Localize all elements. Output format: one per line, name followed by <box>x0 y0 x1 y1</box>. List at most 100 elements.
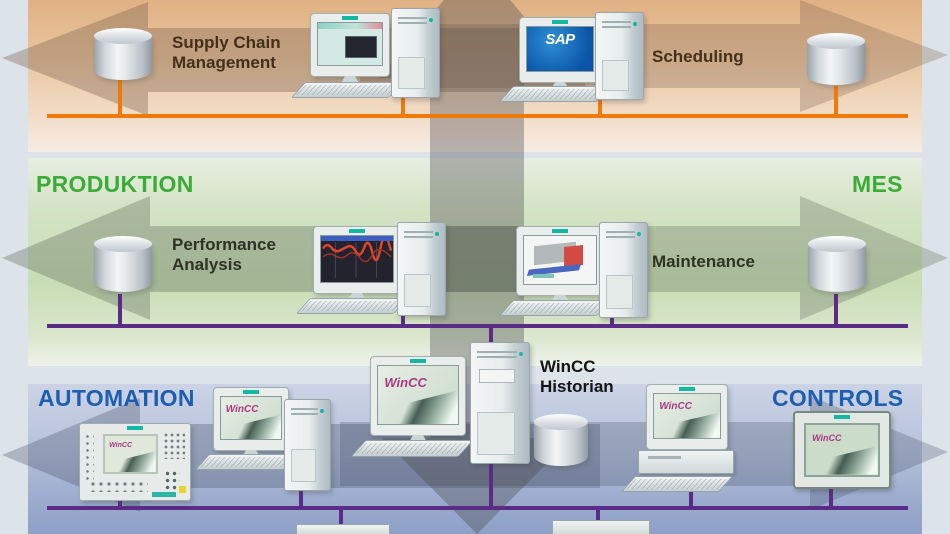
hmi-yellow-key <box>178 486 186 494</box>
desktop-case <box>638 450 734 474</box>
page-curl-icon <box>378 390 458 424</box>
trend-chart-screen <box>320 235 394 283</box>
network-drop <box>689 490 693 508</box>
network-drop <box>834 294 838 324</box>
wincc-historian-server <box>470 342 530 464</box>
drive-bays <box>602 21 631 31</box>
sap-workstation-monitor: SAP <box>519 17 601 96</box>
siemens-badge-icon <box>127 426 143 430</box>
power-led <box>429 18 433 22</box>
hmi-teal-strip <box>151 492 176 497</box>
supply-chain-label: Supply Chain Management <box>172 33 281 73</box>
siemens-badge-icon <box>243 390 259 394</box>
keyboard-icon <box>350 440 474 457</box>
scm-monitor-screen <box>317 22 383 66</box>
mes-level-band <box>28 158 922 366</box>
maintenance-tower-pc <box>599 222 648 318</box>
tower-vent <box>398 57 425 89</box>
hmi-nav-keys <box>163 470 181 491</box>
drive-slot <box>479 369 515 383</box>
wincc-logo: WinCC <box>659 401 692 413</box>
database-icon-erp-right <box>807 33 865 85</box>
performance-tower-pc <box>397 222 446 316</box>
network-drop <box>598 98 602 116</box>
sap-logo: SAP <box>545 31 575 48</box>
drive-bays <box>398 17 427 27</box>
keyboard-icon <box>498 300 612 316</box>
touch-panel-screen: WinCC <box>804 423 880 477</box>
power-led <box>519 352 523 356</box>
network-drop <box>610 314 614 326</box>
wincc-screen: WinCC <box>377 365 459 425</box>
trend-curves-icon <box>322 236 393 278</box>
tower-vent <box>404 273 431 307</box>
maintenance-3d-screen <box>523 235 597 285</box>
wincc-tower-pc <box>284 399 331 491</box>
page-curl-icon <box>806 446 878 475</box>
database-icon-mes-left <box>94 236 152 292</box>
machine-base-icon <box>532 274 555 279</box>
page-curl-icon <box>654 412 720 438</box>
power-led <box>320 409 324 413</box>
tower-vent <box>606 275 633 309</box>
tower-vent <box>477 412 515 455</box>
tower-vent <box>291 449 316 482</box>
wincc-historian-monitor: WinCC <box>370 356 466 449</box>
network-drop <box>834 86 838 116</box>
hmi-screen: WinCC <box>103 433 158 475</box>
drive-bays <box>291 408 318 418</box>
siemens-badge-icon <box>342 16 358 20</box>
wincc-desktop-monitor: WinCC <box>646 384 728 450</box>
wincc-screen: WinCC <box>220 396 282 440</box>
network-drop <box>118 294 122 324</box>
keyboard-icon <box>290 82 404 98</box>
performance-analysis-label: Performance Analysis <box>172 235 276 275</box>
page-curl-icon <box>221 414 281 439</box>
field-device-partial <box>552 520 650 534</box>
network-drop <box>118 498 122 508</box>
wincc-logo: WinCC <box>109 441 133 449</box>
sap-monitor-screen: SAP <box>526 26 594 72</box>
scada-dialog-icon <box>345 36 377 58</box>
touch-panel: WinCC <box>793 411 891 489</box>
hmi-keys-bottom <box>88 479 149 493</box>
siemens-badge-icon <box>552 20 568 24</box>
hmi-keys-right <box>162 431 185 459</box>
network-drop <box>118 80 122 116</box>
erp-network-bus <box>47 114 908 118</box>
network-drop <box>829 484 833 508</box>
database-icon-mes-right <box>808 236 866 292</box>
automation-network-bus <box>47 506 908 510</box>
keyboard-icon <box>295 298 409 314</box>
controls-level-label: CONTROLS <box>772 385 904 411</box>
monitor-stand <box>340 76 360 85</box>
power-led <box>633 22 637 26</box>
page-curl-icon <box>105 451 156 473</box>
wincc-logo: WinCC <box>384 375 427 391</box>
scm-workstation-monitor <box>310 13 390 90</box>
database-icon-erp-left <box>94 28 152 80</box>
siemens-badge-icon <box>679 387 695 391</box>
scada-toolbar-icon <box>318 23 382 29</box>
siemens-badge-icon <box>349 229 365 233</box>
database-icon-historian <box>534 414 588 466</box>
drive-bays <box>606 231 635 241</box>
maintenance-workstation-monitor <box>516 226 604 309</box>
siemens-badge-icon <box>552 229 568 233</box>
wincc-client-monitor-left: WinCC <box>213 387 289 464</box>
hmi-operator-panel: WinCC <box>79 423 191 501</box>
network-drop <box>299 488 303 508</box>
wincc-screen: WinCC <box>653 393 721 439</box>
siemens-badge-icon <box>834 415 850 419</box>
scm-tower-pc <box>391 8 440 98</box>
automation-level-label: AUTOMATION <box>38 385 195 411</box>
hmi-keys-left <box>84 433 95 481</box>
scheduling-label: Scheduling <box>652 47 744 66</box>
erp-level-band <box>28 0 922 152</box>
power-led <box>435 232 439 236</box>
siemens-badge-icon <box>410 359 426 363</box>
drive-bays <box>477 351 517 361</box>
maintenance-label: Maintenance <box>652 252 755 271</box>
wincc-logo: WinCC <box>812 433 842 444</box>
